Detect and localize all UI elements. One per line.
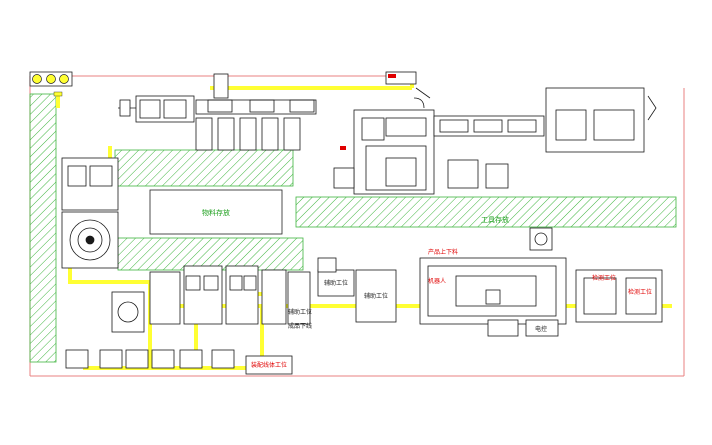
signal-marker [53, 91, 63, 97]
door-icon [413, 95, 657, 121]
alert-marker [388, 74, 396, 78]
inspect-label-a: 检测工位 [592, 274, 616, 282]
top-equipment-row [118, 73, 317, 151]
finish-line-label: 成品下线 [288, 322, 312, 330]
aux-label-c: 辅助工位 [288, 308, 312, 316]
workstation-row [111, 257, 397, 333]
alert-marker [340, 146, 346, 150]
aux-label-b: 辅助工位 [364, 292, 388, 300]
material-storage-area: 物料存放 [149, 189, 283, 235]
tool-area-label: 工具存放 [481, 215, 509, 224]
left-machine-stack [61, 157, 119, 269]
aux-label-a: 辅助工位 [324, 279, 348, 287]
bottom-door-row [65, 349, 293, 375]
product-line-label: 产品上下料 [428, 248, 458, 256]
robot-station-label: 机器人 [428, 277, 446, 285]
center-enclosure [333, 71, 645, 195]
inspect-label-b: 检测工位 [628, 288, 652, 296]
material-area-label: 物料存放 [202, 208, 230, 217]
product-line-frame [419, 227, 567, 337]
walkway-zones [29, 93, 677, 363]
inspection-block [575, 269, 663, 323]
electrical-label: 电控 [535, 325, 547, 333]
signal-lights-icon [29, 71, 73, 87]
bottom-note-label: 装配线体工位 [251, 361, 287, 369]
